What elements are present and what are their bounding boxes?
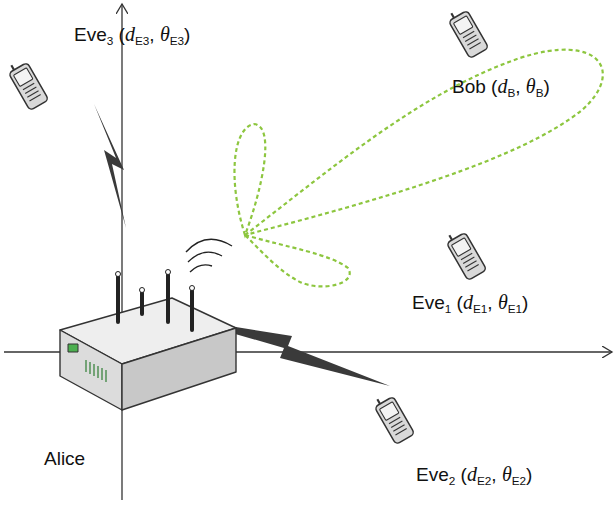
node-label: Eve2 (dE2, θE2)	[416, 462, 532, 487]
beam-pattern	[234, 50, 602, 287]
phone-eve2	[372, 392, 415, 445]
y-axis	[121, 4, 122, 500]
node-label: Alice	[44, 448, 85, 471]
node-label: Eve3 (dE3, θE3)	[74, 22, 190, 47]
node-label: Bob (dB, θB)	[452, 74, 550, 99]
signal-bolt	[94, 104, 126, 228]
phone-eve1	[444, 228, 487, 281]
phone-bob	[446, 6, 489, 59]
router-alice	[60, 239, 236, 410]
node-label: Eve1 (dE1, θE1)	[412, 290, 528, 315]
phone-eve3	[6, 58, 49, 111]
